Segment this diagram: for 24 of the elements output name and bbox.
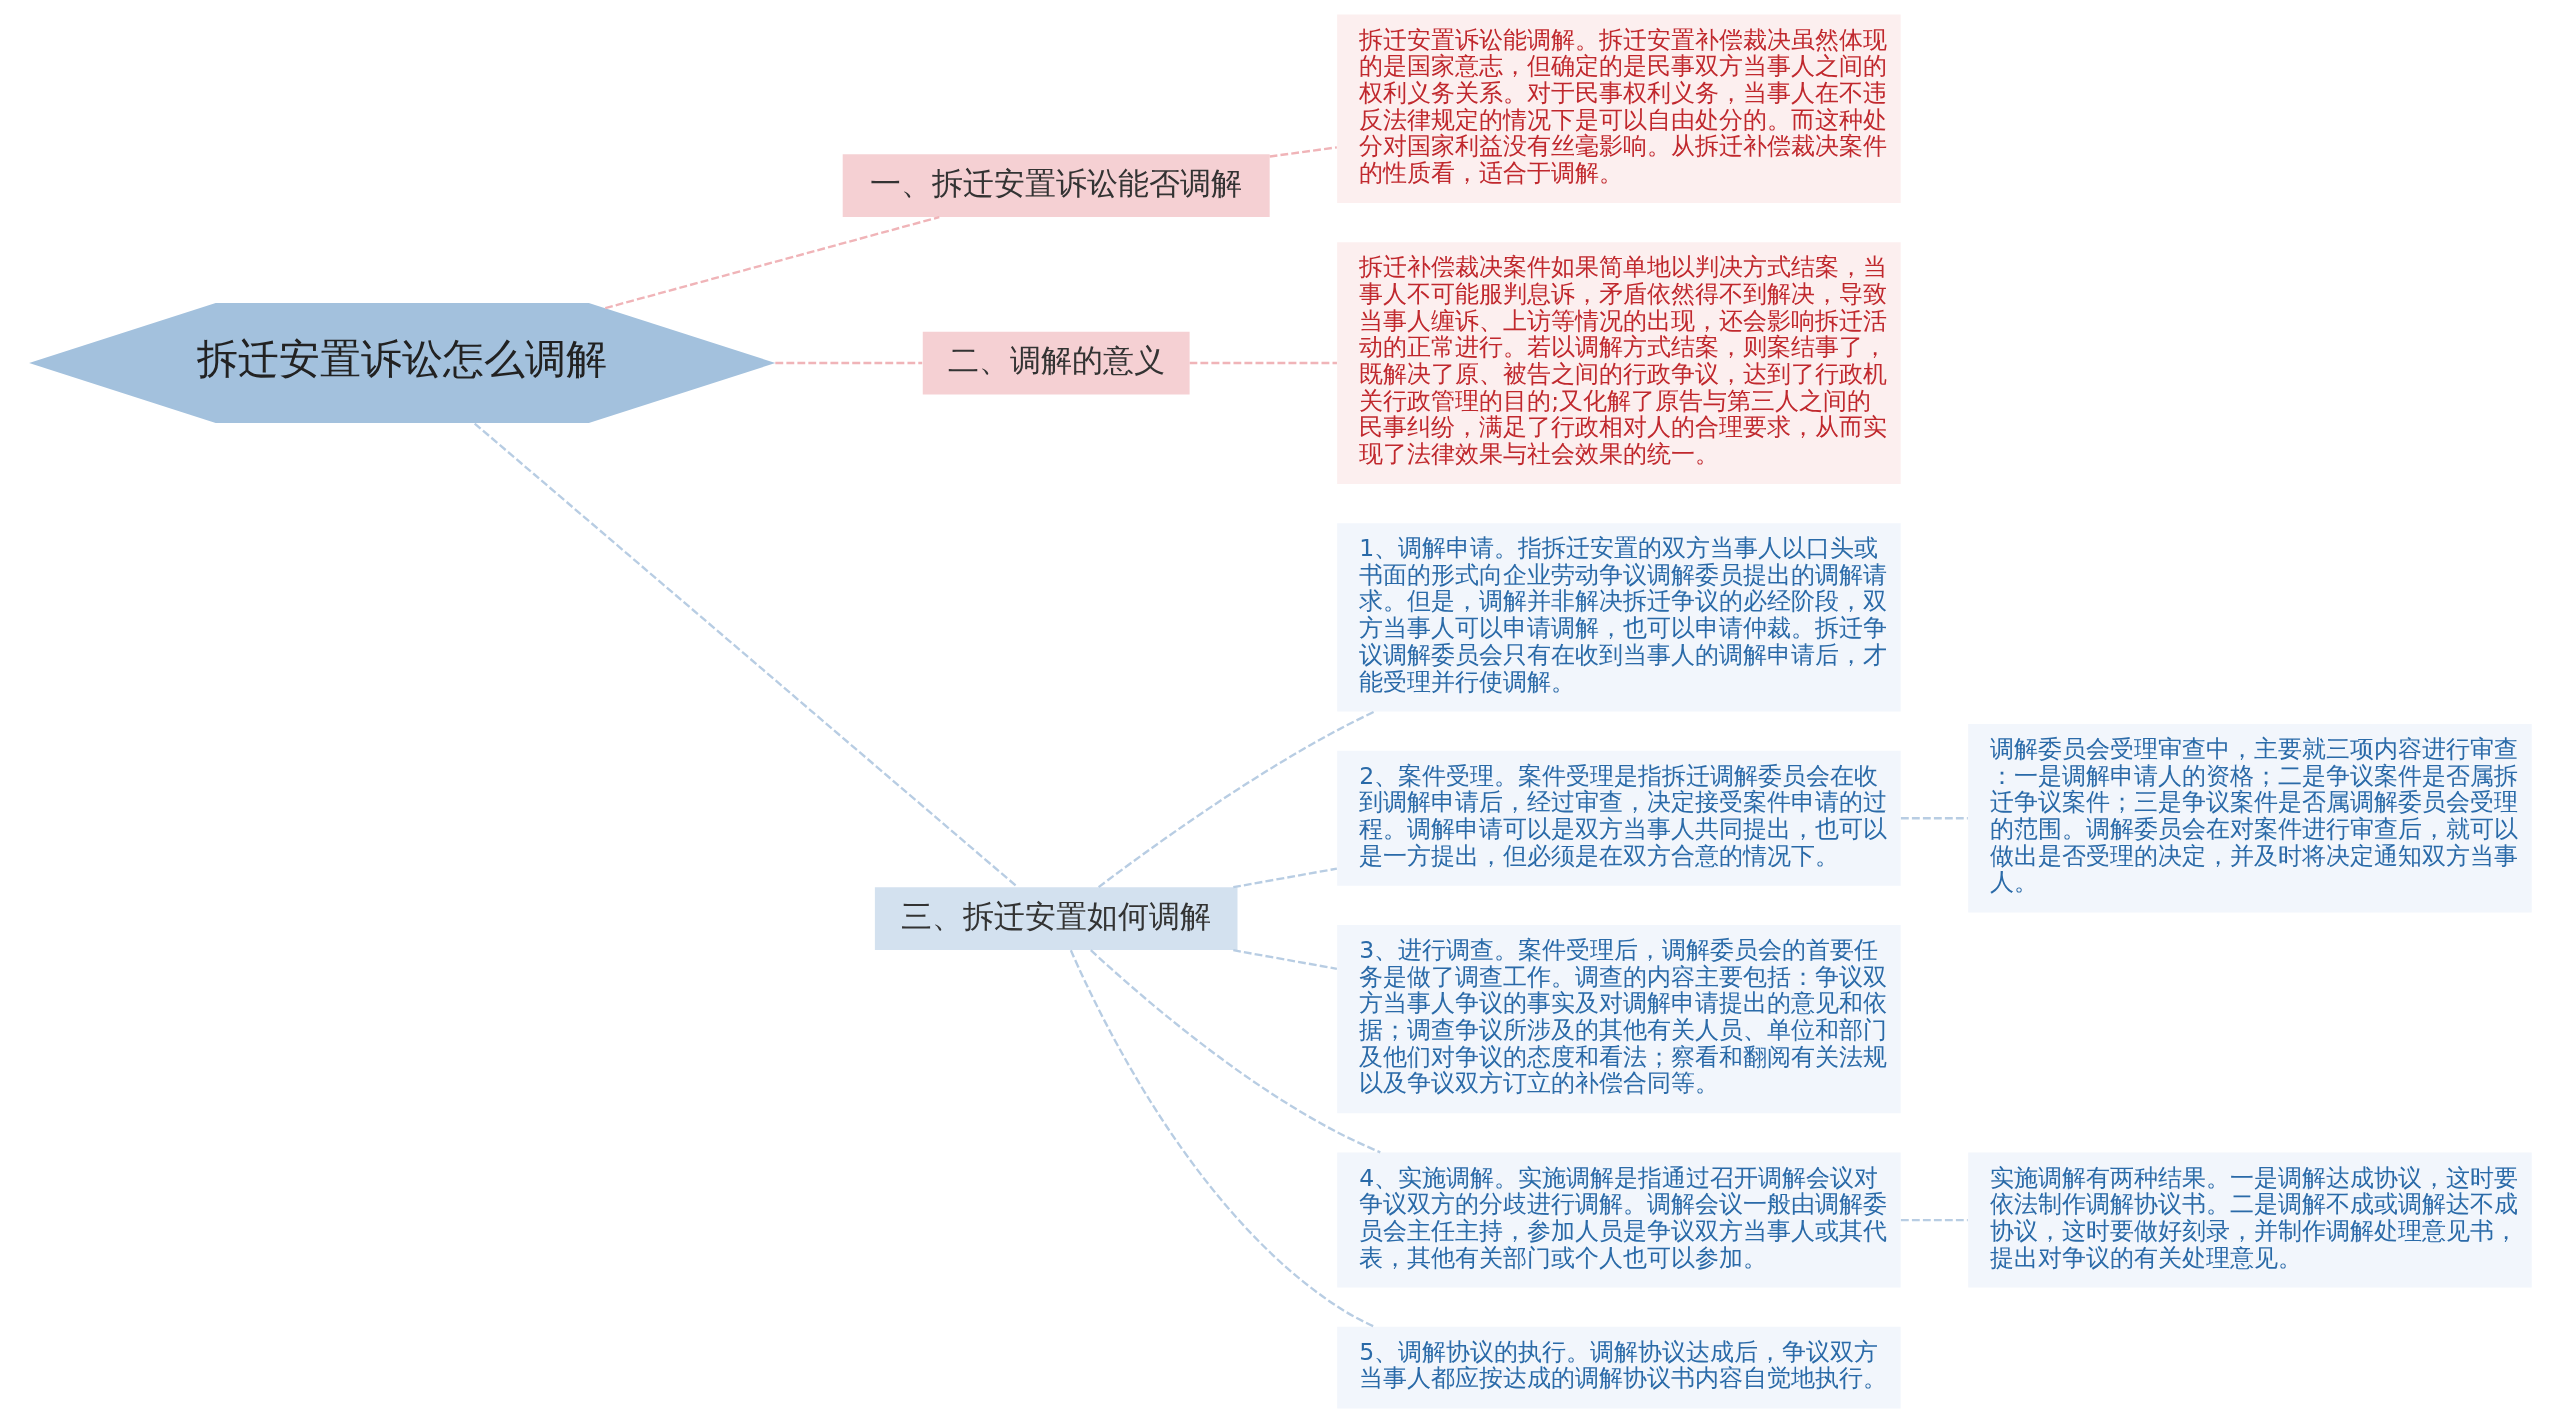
connector	[1232, 867, 1337, 889]
node-box: 2、案件受理。案件受理是指拆迁调解委员会在收到调解申请后，经过审查，决定接受案件申请的过程。调解申请可以是双方当事人共同提出，也可以是一方提出，但必须是在双方合意的情况下。	[1336, 750, 1901, 886]
connector	[1097, 710, 1375, 889]
node-box: 一、拆迁安置诉讼能否调解	[842, 154, 1270, 218]
node-box: 实施调解有两种结果。一是调解达成协议，这时要依法制作调解协议书。二是调解不成或调解达不成协议，这时要做好刻录，并制作调解处理意见书，提出对争议的有关处理意见。	[1967, 1152, 2532, 1288]
node-box: 4、实施调解。实施调解是指通过召开调解会议对争议双方的分歧进行调解。调解会议一般由调解委员会主任主持，参加人员是争议双方当事人或其代表，其他有关部门或个人也可以参加。	[1336, 1152, 1901, 1288]
connector	[473, 422, 1019, 889]
connector	[774, 361, 922, 365]
node-box: 3、进行调查。案件受理后，调解委员会的首要任务是做了调查工作。调查的内容主要包括：争议双方当事人争议的事实及对调解申请提出的意见和依据；调查争议所涉及的其他有关人员、单位和部门及他们对争议的态度和看法；察看和翻阅有关法规以及争议双方订立的补偿合同等。	[1336, 925, 1901, 1114]
connector	[1900, 1218, 1968, 1222]
connector	[1900, 817, 1968, 820]
node-box: 1、调解申请。指拆迁安置的双方当事人以口头或书面的形式向企业劳动争议调解委员提出的调解请求。但是，调解并非解决拆迁争议的必经阶段，双方当事人可以申请调解，也可以申请仲裁。拆迁争议调解委员会只有在收到当事人的调解申请后，才能受理并行使调解。	[1336, 523, 1901, 712]
connector	[1189, 361, 1337, 365]
node-box: 二、调解的意义	[922, 331, 1190, 395]
node-box: 三、拆迁安置如何调解	[874, 887, 1237, 951]
connector	[1269, 146, 1337, 158]
connector	[604, 215, 940, 310]
connector	[1069, 949, 1375, 1328]
node-box: 调解委员会受理审查中，主要就三项内容进行审查：一是调解申请人的资格；二是争议案件是否属拆迁争议案件；三是争议案件是否属调解委员会受理的范围。调解委员会在对案件进行审查后，就可以做出是否受理的决定，并及时将决定通知双方当事人。	[1967, 724, 2532, 913]
node-box: 5、调解协议的执行。调解协议达成后，争议双方当事人都应按达成的调解协议书内容自觉地执行。	[1336, 1326, 1901, 1409]
node-box: 拆迁补偿裁决案件如果简单地以判决方式结案，当事人不可能服判息诉，矛盾依然得不到解决，导致当事人缠诉、上访等情况的出现，还会影响拆迁活动的正常进行。若以调解方式结案，则案结事了，既解决了原、被告之间的行政争议，达到了行政机关行政管理的目的;又化解了原告与第三人之间的民事纠纷，满足了行政相对人的合理要求，从而实现了法律效果与社会效果的统一。	[1336, 242, 1901, 484]
connector	[1232, 949, 1337, 970]
connector	[1089, 949, 1381, 1154]
node-box: 拆迁安置诉讼能调解。拆迁安置补偿裁决虽然体现的是国家意志，但确定的是民事双方当事人之间的权利义务关系。对于民事权利义务，当事人在不违反法律规定的情况下是可以自由处分的。而这种处分对国家利益没有丝毫影响。从拆迁补偿裁决案件的性质看，适合于调解。	[1336, 14, 1901, 203]
